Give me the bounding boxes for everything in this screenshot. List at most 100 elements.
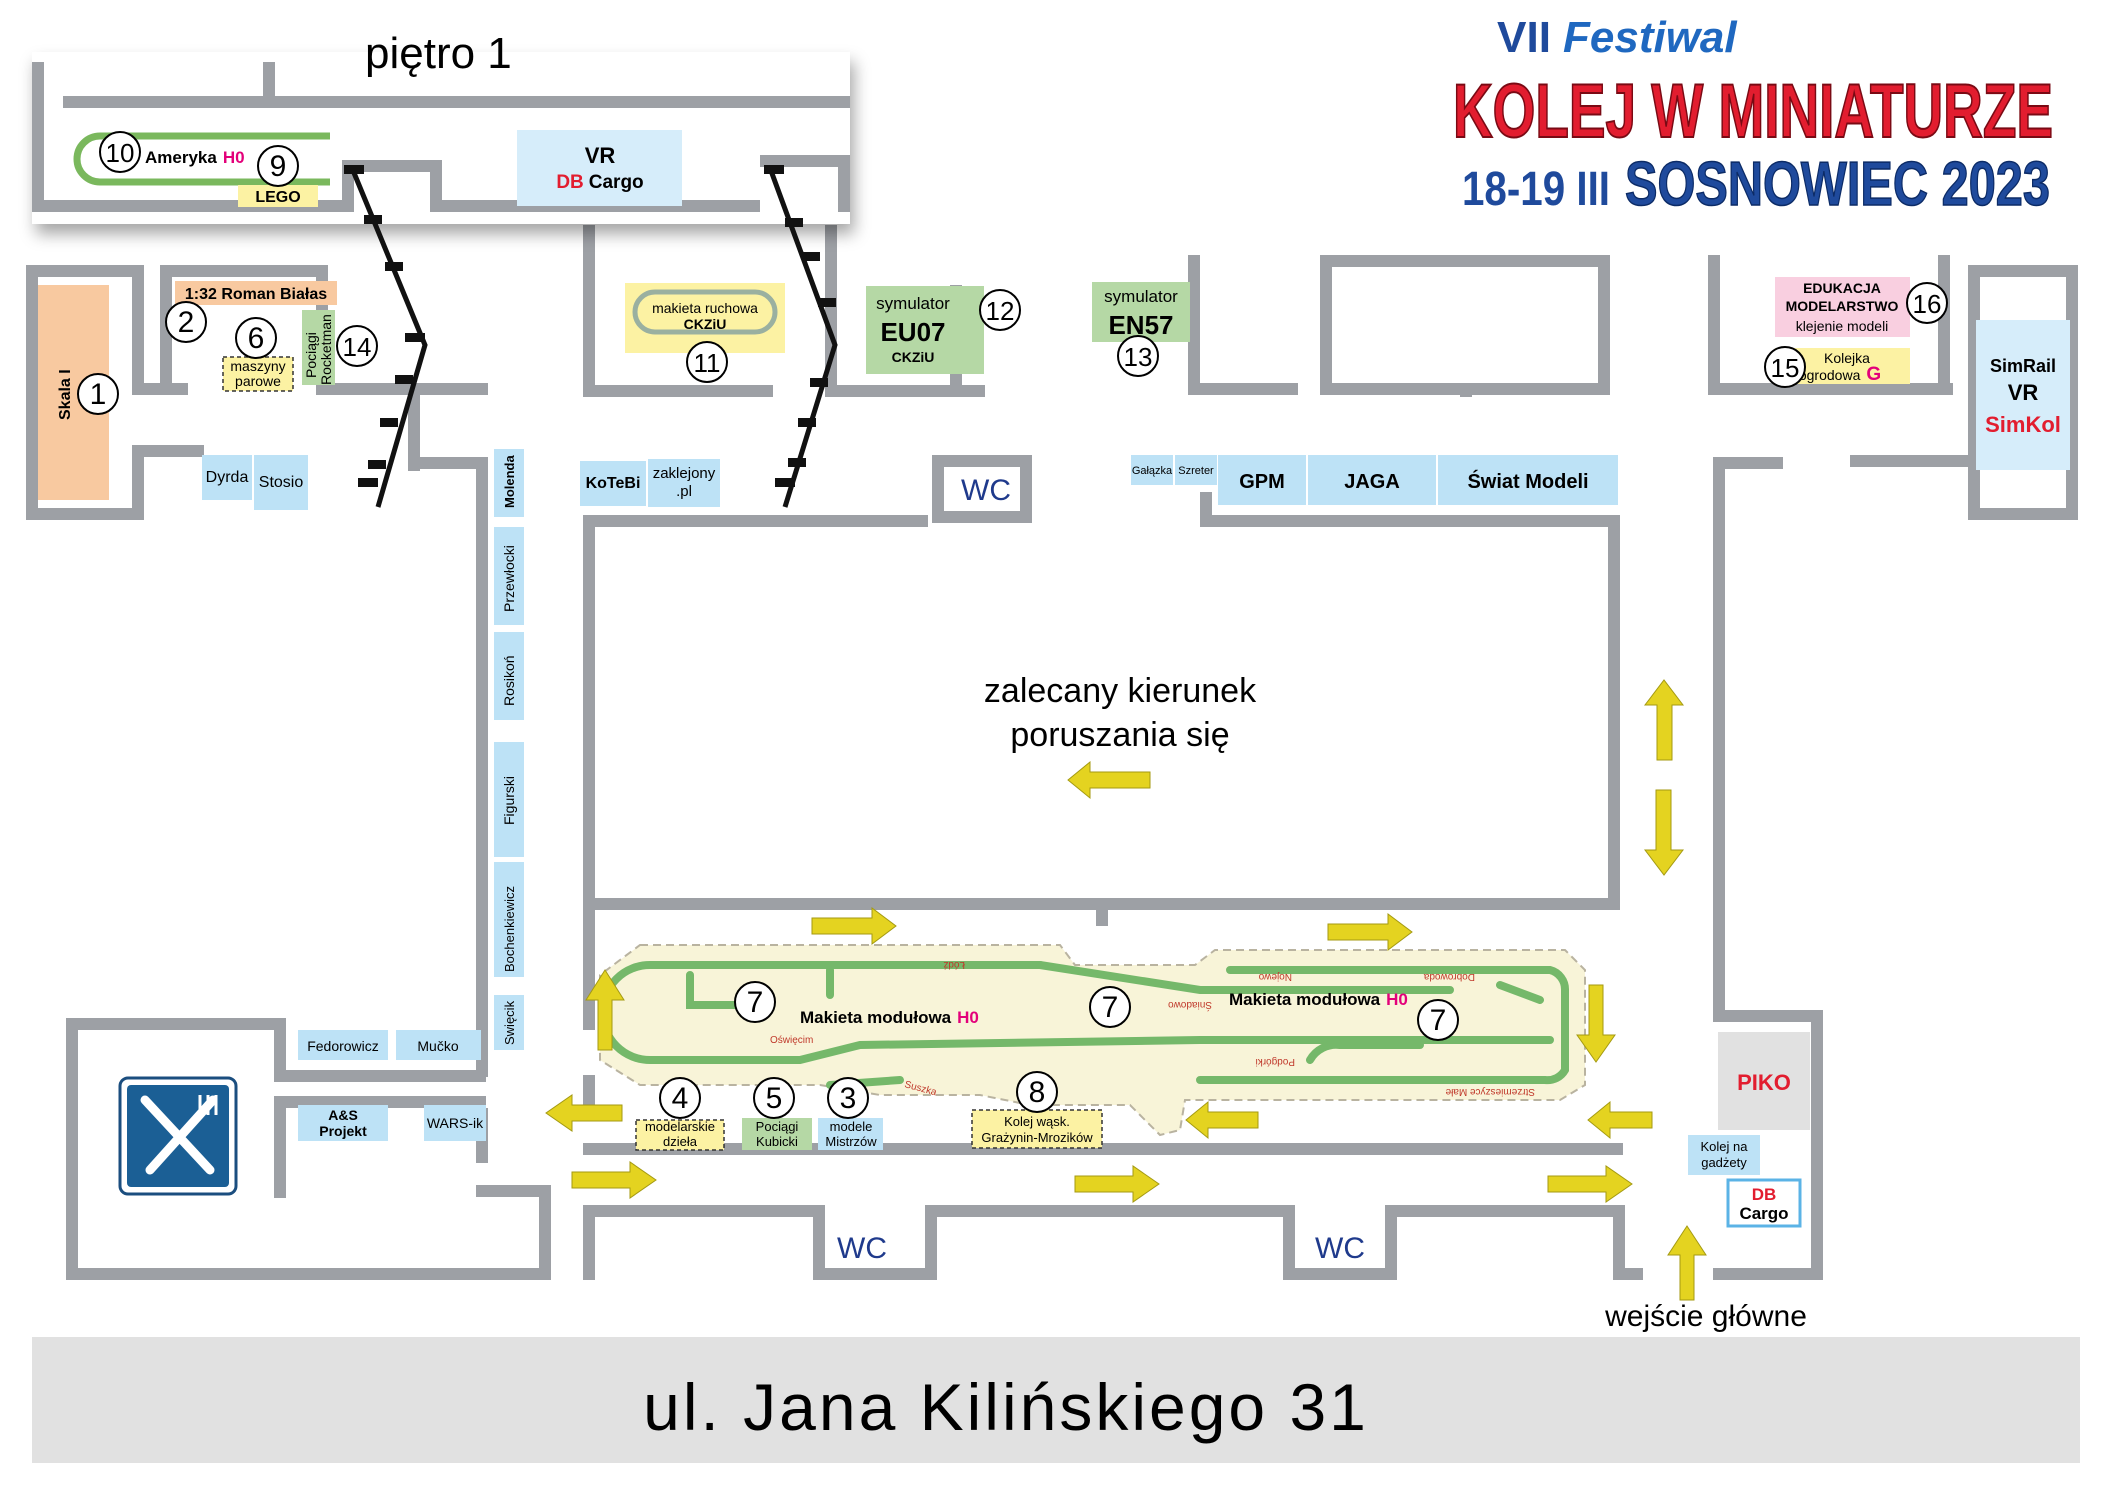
maszyny-parowe-stand[interactable] (222, 356, 294, 392)
kolej-na-gadzety-line2: gadżety (1701, 1155, 1747, 1170)
marker-10-text: 10 (106, 138, 135, 168)
marker-12[interactable]: 12 (979, 289, 1021, 331)
marker-2[interactable]: 2 (165, 301, 207, 343)
festival-dates: 18-19 III (1462, 163, 1610, 216)
wars-ik-stand[interactable] (424, 1105, 486, 1141)
jaga-stand[interactable] (1308, 455, 1436, 505)
arrow-left-right-icon (1587, 1100, 1653, 1140)
eu07-ckziu: CKZiU (892, 349, 935, 365)
modele-mistrzow-line1: modele (830, 1119, 873, 1134)
marker-7-a[interactable]: 7 (734, 981, 776, 1023)
marker-9[interactable]: 9 (257, 145, 299, 187)
station-podgorki: Podgórki (1256, 1056, 1295, 1067)
as-projekt-stand[interactable] (298, 1105, 388, 1141)
direction-line1: zalecany kierunek (984, 672, 1257, 710)
simkol-label: SimKol (1985, 412, 2061, 437)
marker-15[interactable]: 15 (1764, 346, 1806, 388)
modelarskie-line2: dzieła (663, 1134, 698, 1149)
db-cargo-stand[interactable] (1726, 1178, 1802, 1228)
rosikon-stand[interactable] (494, 632, 524, 720)
marker-14[interactable]: 14 (336, 325, 378, 367)
ameryka-track (73, 132, 330, 186)
modele-mistrzow-stand[interactable] (818, 1118, 883, 1150)
en57-stand[interactable] (1092, 282, 1190, 342)
skala-1-label: Skala I (57, 369, 74, 420)
przewlocki-stand[interactable] (494, 527, 524, 625)
marker-3[interactable]: 3 (827, 1077, 869, 1119)
dyrda-stand[interactable] (202, 455, 252, 500)
station-nojewo: Nojewo (1258, 971, 1292, 982)
modelarskie-line1: modelarskie (645, 1119, 715, 1134)
kolej-waska-line2: Grażynin-Mrozików (981, 1130, 1093, 1145)
marker-13-text: 13 (1124, 342, 1153, 372)
station-oswiecim: Oświęcim (770, 1035, 813, 1046)
makieta-modulowa-left-h0: H0 (957, 1008, 979, 1027)
molenda-stand[interactable] (494, 449, 524, 517)
wc-lower-right-label: WC (1315, 1232, 1365, 1265)
galazka-stand[interactable] (1131, 455, 1173, 485)
szreter-stand[interactable] (1175, 455, 1217, 485)
marker-1[interactable]: 1 (77, 373, 119, 415)
wars-ik-label: WARS-ik (427, 1115, 484, 1131)
db-label: DB (1752, 1185, 1777, 1204)
marker-11-text: 11 (694, 348, 721, 378)
lego-stand[interactable] (238, 185, 318, 207)
swiecik-label: Swięcik (502, 1000, 517, 1045)
mucko-stand[interactable] (396, 1030, 481, 1060)
gpm-label: GPM (1239, 471, 1285, 493)
fedorowicz-stand[interactable] (298, 1030, 388, 1060)
ameryka-name: Ameryka (145, 148, 217, 167)
modelarskie-stand[interactable] (635, 1119, 725, 1151)
marker-5[interactable]: 5 (753, 1077, 795, 1119)
marker-4[interactable]: 4 (659, 1077, 701, 1119)
marker-8-text: 8 (1029, 1076, 1046, 1109)
as-projekt-line2: Projekt (319, 1123, 367, 1139)
zaklejony-stand[interactable] (648, 459, 720, 507)
stosio-stand[interactable] (254, 455, 308, 510)
edukacja-stand[interactable] (1775, 277, 1910, 337)
figurski-stand[interactable] (494, 742, 524, 857)
arrow-right-bottom-3-icon (1547, 1165, 1633, 1203)
pociagi-rocketman-stand[interactable] (302, 310, 335, 385)
marker-13[interactable]: 13 (1117, 335, 1159, 377)
makieta-modulowa-right-h0: H0 (1386, 990, 1408, 1009)
marker-6[interactable]: 6 (235, 317, 277, 359)
marker-7-b[interactable]: 7 (1089, 986, 1131, 1028)
pociagi-kubicki-line1: Pociągi (756, 1119, 799, 1134)
arrow-right-bottom-1-icon (571, 1161, 657, 1199)
arrow-right-top-left-icon (811, 907, 897, 945)
eu07-stand[interactable] (866, 286, 984, 374)
gpm-stand[interactable] (1218, 455, 1306, 505)
marker-16[interactable]: 16 (1906, 282, 1948, 324)
pociagi-kubicki-stand[interactable] (742, 1118, 812, 1150)
arrow-down-icon (1643, 789, 1685, 876)
marker-4-text: 4 (672, 1082, 689, 1115)
molenda-label: Molenda (502, 455, 517, 508)
marker-11[interactable]: 11 (686, 341, 728, 383)
swiecik-stand[interactable] (494, 995, 524, 1050)
vr-db-cargo-stand[interactable] (517, 130, 682, 206)
marker-6-text: 6 (248, 322, 265, 355)
kolej-waska-stand[interactable] (971, 1109, 1103, 1149)
piko-stand[interactable] (1718, 1032, 1810, 1130)
arrow-up-left-icon (585, 969, 625, 1051)
simrail-label: SimRail (1990, 356, 2056, 376)
bochenkiewicz-stand[interactable] (494, 862, 524, 977)
stosio-label: Stosio (259, 474, 304, 491)
marker-8[interactable]: 8 (1016, 1071, 1058, 1113)
kotebi-stand[interactable] (580, 461, 646, 506)
walls (26, 225, 2078, 1280)
roman-bialas-stand[interactable] (175, 281, 337, 305)
modele-mistrzow-line2: Mistrzów (825, 1134, 877, 1149)
swiat-modeli-stand[interactable] (1438, 455, 1618, 505)
kolej-na-gadzety-stand[interactable] (1688, 1135, 1760, 1175)
jaga-label: JAGA (1344, 471, 1400, 493)
wc-upper-label: WC (961, 474, 1011, 507)
g-scale-label: G (1866, 364, 1881, 385)
marker-10[interactable]: 10 (99, 131, 141, 173)
marker-7-c[interactable]: 7 (1417, 999, 1459, 1041)
simrail-stand[interactable] (1976, 320, 2070, 470)
